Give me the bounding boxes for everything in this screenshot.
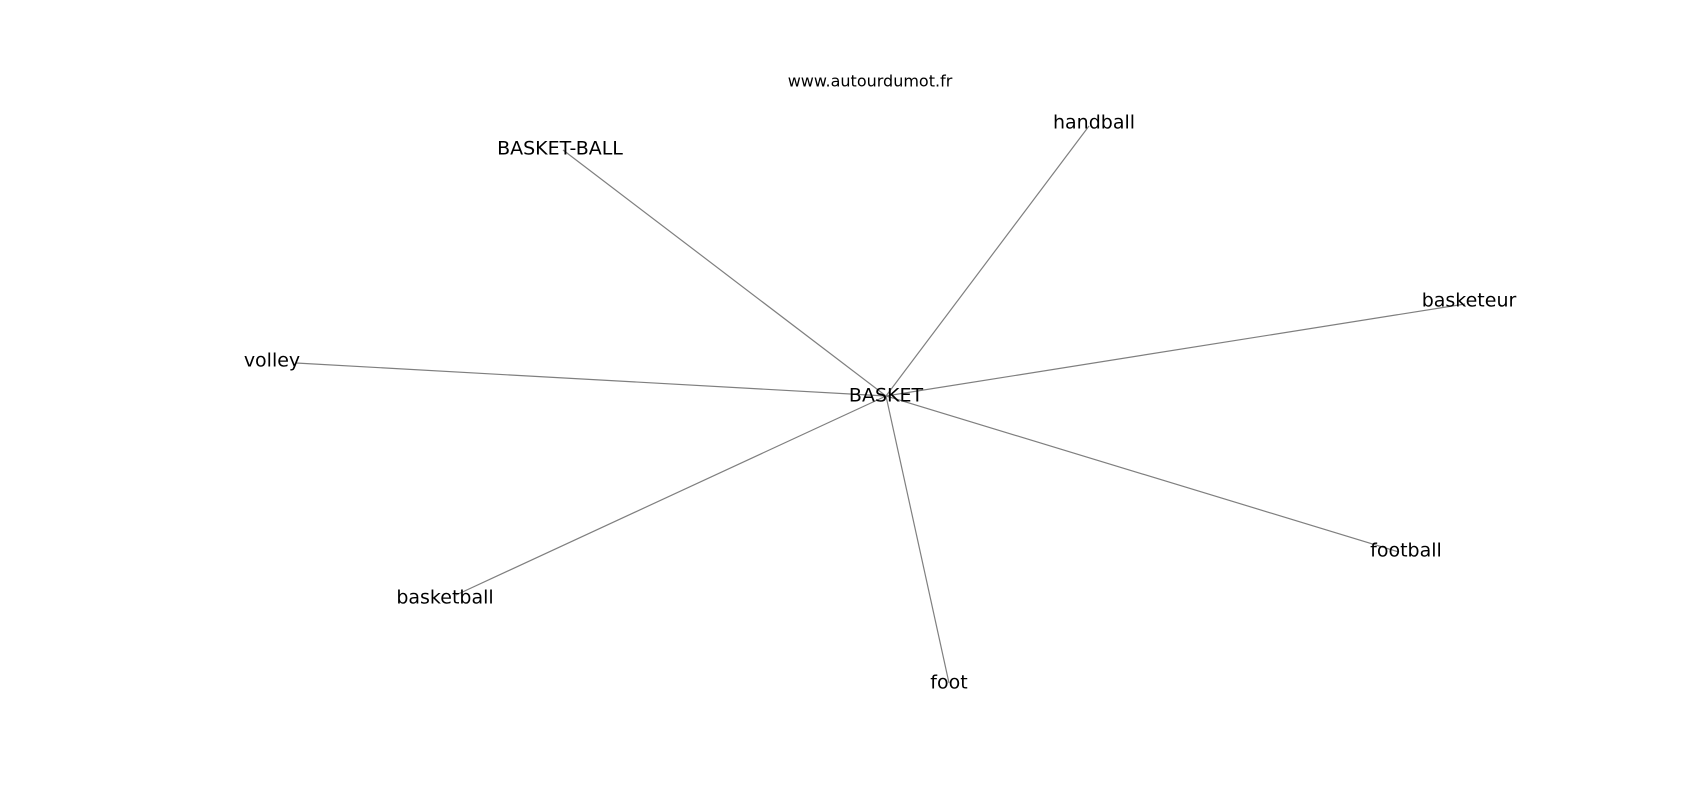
edge-basket-foot	[885, 395, 950, 684]
node-label-volley[interactable]: volley	[244, 350, 300, 372]
edge-basket-basketball	[455, 395, 887, 596]
node-label-football[interactable]: football	[1370, 540, 1442, 562]
edge-basket-handball	[885, 125, 1090, 397]
nodes-layer: BASKET BASKET-BALL handball basketeur volle…	[244, 112, 1517, 694]
edge-basket-basketeur	[885, 303, 1466, 397]
node-label-basketeur[interactable]: basketeur	[1422, 290, 1517, 312]
node-label-basket[interactable]: BASKET	[849, 385, 924, 407]
edge-basket-football	[885, 395, 1400, 553]
node-label-basket-ball[interactable]: BASKET-BALL	[497, 138, 623, 160]
node-label-basketball[interactable]: basketball	[396, 587, 493, 609]
source-watermark: www.autourdumot.fr	[788, 72, 953, 91]
edges-layer	[295, 125, 1466, 684]
edge-basket-volley	[295, 362, 887, 397]
edge-basket-basket-ball	[562, 149, 887, 397]
node-label-foot[interactable]: foot	[930, 672, 967, 694]
node-label-handball[interactable]: handball	[1053, 112, 1135, 134]
